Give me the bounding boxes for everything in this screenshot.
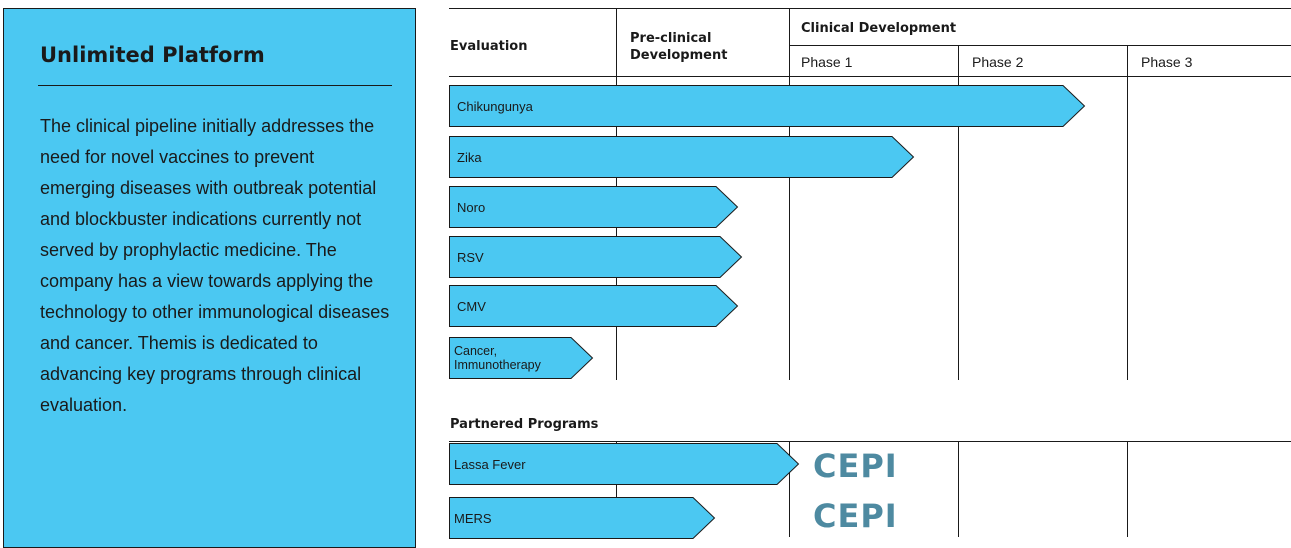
program-label: Lassa Fever [454, 456, 526, 472]
partner-logo-cepi: CEPI [813, 447, 898, 485]
header-evaluation: Evaluation [450, 39, 528, 54]
program-label: Chikungunya [457, 98, 533, 114]
program-bar-lassa-fever: Lassa Fever [449, 443, 800, 485]
sidebar-title: Unlimited Platform [40, 43, 265, 67]
program-bar-zika: Zika [449, 136, 915, 178]
partner-logo-cepi: CEPI [813, 497, 898, 535]
program-label: CMV [457, 298, 486, 314]
program-label: Zika [457, 149, 482, 165]
bar-shape [449, 497, 716, 539]
program-bar-chikungunya: Chikungunya [449, 85, 1086, 127]
clinical-header-rule [789, 45, 1291, 46]
sidebar-divider [38, 85, 392, 86]
program-bar-rsv: RSV [449, 236, 743, 278]
sidebar-panel: Unlimited Platform The clinical pipeline… [3, 8, 416, 548]
program-label: MERS [454, 510, 492, 526]
program-bar-cmv: CMV [449, 285, 739, 327]
header-phase-3: Phase 3 [1141, 54, 1193, 70]
header-clinical-development: Clinical Development [801, 21, 957, 36]
col-divider-phase3 [1127, 45, 1128, 380]
header-phase-1: Phase 1 [801, 54, 853, 70]
bar-shape [449, 85, 1086, 127]
header-phase-2: Phase 2 [972, 54, 1024, 70]
partnered-col-divider-preclinical [616, 441, 617, 537]
header-preclinical: Pre-clinical Development [630, 31, 728, 63]
program-label: RSV [457, 249, 484, 265]
bar-shape [449, 186, 739, 228]
partnered-col-divider-phase2 [958, 441, 959, 537]
bar-shape [449, 443, 800, 485]
col-divider-phase1 [789, 8, 790, 380]
partnered-programs-heading: Partnered Programs [450, 417, 599, 432]
bar-shape [449, 337, 594, 379]
bar-shape [449, 285, 739, 327]
table-header-bottom-rule [449, 76, 1291, 77]
partnered-col-divider-phase1 [789, 441, 790, 537]
partnered-col-divider-phase3 [1127, 441, 1128, 537]
sidebar-description: The clinical pipeline initially addresse… [40, 116, 390, 415]
partnered-top-rule [449, 441, 1291, 442]
bar-shape [449, 136, 915, 178]
program-bar-noro: Noro [449, 186, 739, 228]
program-bar-cancer-immunotherapy: Cancer, Immunotherapy [449, 337, 594, 379]
program-bar-mers: MERS [449, 497, 716, 539]
program-label: Cancer, Immunotherapy [454, 344, 541, 372]
program-label: Noro [457, 199, 486, 215]
table-top-rule [449, 8, 1291, 9]
bar-shape [449, 236, 743, 278]
col-divider-phase2 [958, 45, 959, 380]
